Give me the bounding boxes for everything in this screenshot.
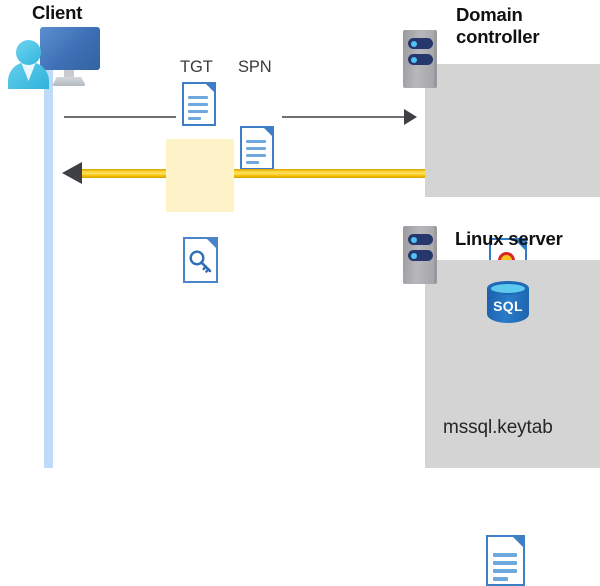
document-text-line [246,154,266,158]
domain-controller-title: Domain controller [456,4,596,48]
document-text-line [188,96,208,100]
document-text-line [188,103,208,107]
document-page [183,237,218,283]
document-text-line [493,569,517,573]
client-lifeline [44,62,53,468]
sql-database-icon: SQL [487,281,529,330]
document-text-line [188,110,208,114]
server-bay-icon [408,38,433,49]
domain-controller-title-line2: controller [456,26,540,47]
server-bay-icon [408,54,433,65]
document-text-line [246,140,266,144]
keytab-filename-label: mssql.keytab [443,417,553,438]
document-text-line [246,147,266,151]
service-ticket-key-document-icon [183,237,218,283]
linux-server-title: Linux server [455,228,563,249]
spn-label: SPN [238,58,272,76]
tgt-document-icon [182,82,216,126]
monitor-screen-icon [40,27,100,70]
key-icon [189,250,212,273]
keytab-document-icon [486,535,525,586]
service-ticket-highlight [166,139,234,212]
server-bay-icon [408,250,433,261]
server-bay-icon [408,234,433,245]
document-text-line [493,577,508,581]
domain-controller-panel [425,64,600,197]
sql-label: SQL [493,298,523,314]
request-arrow-segment-left [64,116,176,119]
monitor-neck-icon [64,70,74,79]
document-text-line [493,561,517,565]
request-arrowhead-icon [404,109,417,125]
document-text-line [493,553,517,557]
spn-document-icon [240,126,274,170]
user-head-icon [16,40,41,65]
client-computer-user-icon [8,27,100,89]
response-arrow-segment-left [78,169,174,178]
domain-controller-title-line1: Domain [456,4,523,25]
response-arrowhead-icon [62,162,82,184]
domain-controller-server-rack-icon [403,30,437,88]
client-title: Client [32,2,83,23]
response-arrow-segment-right [226,169,425,178]
tgt-label: TGT [180,58,213,76]
monitor-base-icon [52,77,86,86]
request-arrow-segment-right [282,116,407,119]
document-text-line [188,117,201,121]
document-text-line [246,161,259,165]
database-cylinder-top [487,281,529,295]
linux-server-rack-icon [403,226,437,284]
